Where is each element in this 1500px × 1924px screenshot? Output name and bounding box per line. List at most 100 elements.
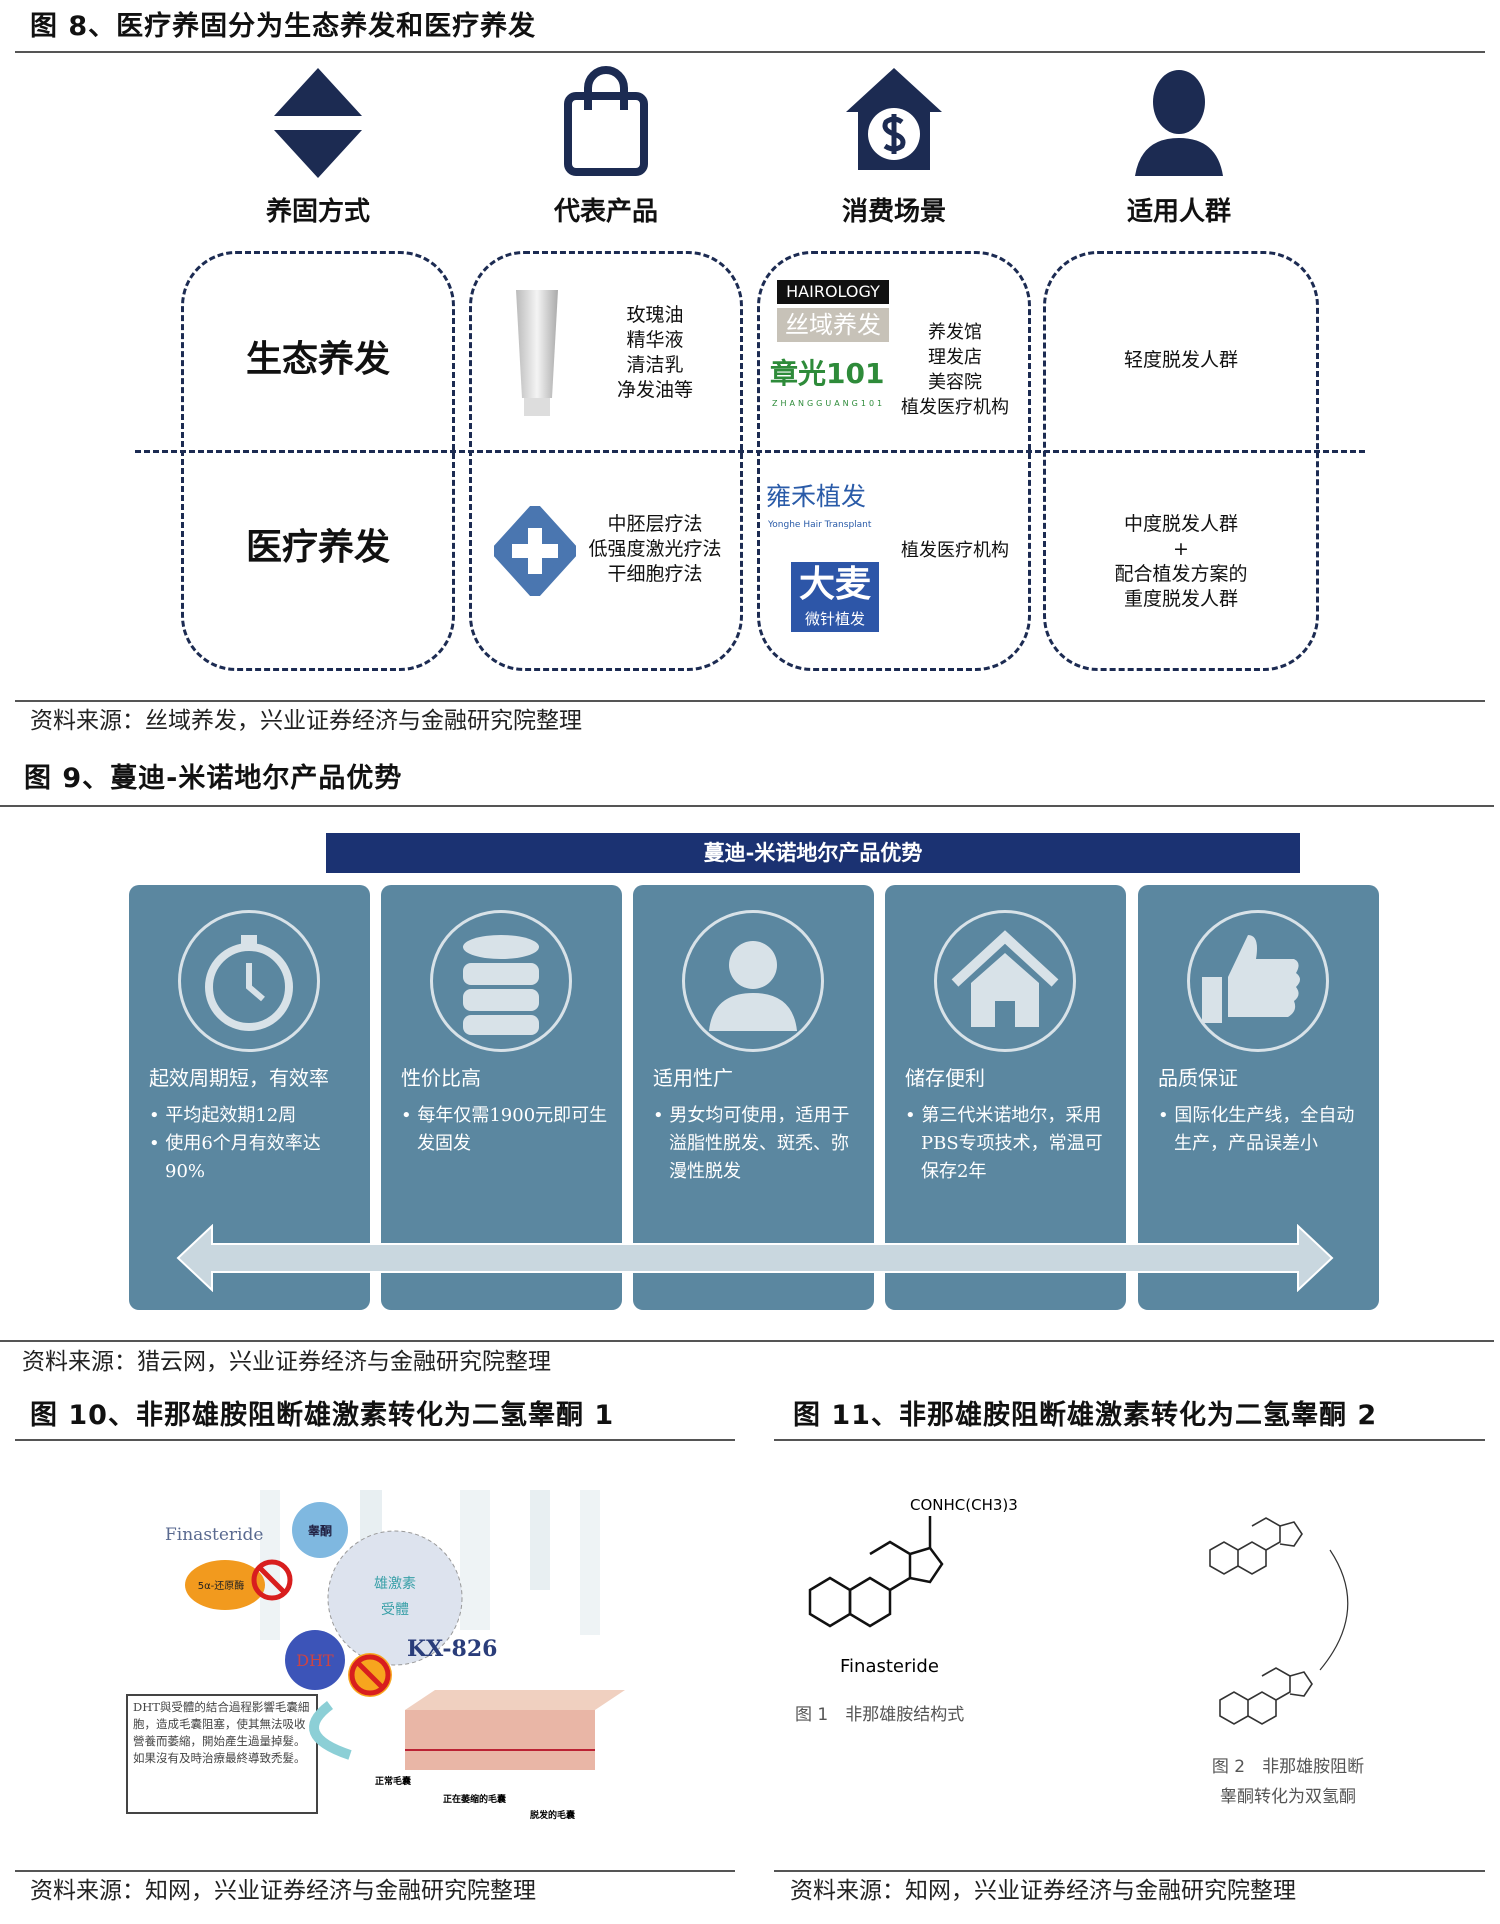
card-bullet: • 男女均可使用，适用于溢脂性脱发、斑秃、弥漫性脱发 — [653, 1105, 850, 1182]
people-box — [1043, 251, 1319, 671]
yonghe-sub: Yonghe Hair Transplant — [768, 520, 872, 530]
fig8-title: 图 8、医疗养固分为生态养发和医疗养发 — [30, 11, 537, 42]
card-bullet: • 平均起效期12周 — [149, 1105, 297, 1126]
damai-text: 大麦 — [798, 564, 871, 605]
venue: 养发馆 — [928, 322, 982, 343]
fig11-caption1: 图 1 非那雄胺结构式 — [795, 1705, 965, 1725]
med-product: 低强度激光疗法 — [588, 538, 722, 560]
eco-products: 玫瑰油精华液清洁乳净发油等 — [600, 303, 710, 403]
scene-box — [757, 251, 1031, 671]
card-title: 起效周期短，有效率 — [149, 1066, 329, 1090]
card-bullet: • 第三代米诺地尔，采用PBS专项技术，常温可保存2年 — [905, 1105, 1103, 1182]
card-title: 适用性广 — [653, 1066, 733, 1090]
person-icon — [682, 910, 824, 1052]
receptor-label: 雄激素 — [374, 1575, 416, 1592]
row-divider — [135, 450, 1365, 453]
testosterone-conversion-diagram — [1209, 1517, 1349, 1725]
fig8-source: 资料来源：丝域养发，兴业证券经济与金融研究院整理 — [30, 708, 582, 734]
struct-group-label: CONHC(CH3)3 — [910, 1496, 1018, 1514]
venue: 理发店 — [928, 347, 982, 368]
stopwatch-icon — [178, 910, 320, 1052]
siyu-logo: 丝域养发 — [777, 308, 889, 342]
house-dollar-icon — [846, 68, 942, 170]
divider — [0, 805, 1494, 807]
fig9-banner: 蔓迪-米诺地尔产品优势 — [326, 833, 1300, 873]
divider — [15, 1870, 735, 1872]
method-box — [181, 251, 455, 671]
med-venues: 植发医疗机构 — [901, 540, 1009, 561]
advantage-card: 起效周期短，有效率 • 平均起效期12周 • 使用6个月有效率达90% — [129, 885, 370, 1310]
med-product: 中胚层疗法 — [607, 513, 703, 535]
eco-product: 清洁乳 — [626, 354, 684, 376]
damai-logo: 大麦微针植发 — [791, 562, 879, 632]
fig10-title: 图 10、非那雄胺阻断雄激素转化为二氢睾酮 1 — [30, 1400, 615, 1431]
testosterone-label: 睾酮 — [308, 1523, 332, 1538]
divider — [15, 700, 1485, 702]
fig9-source: 资料来源：猎云网，兴业证券经济与金融研究院整理 — [22, 1349, 551, 1375]
zhangguang-sub: ZHANGGUANG101 — [772, 399, 886, 408]
advantage-card: 品质保证 • 国际化生产线，全自动生产，产品误差小 — [1138, 885, 1379, 1310]
card-bullet: • 使用6个月有效率达90% — [149, 1133, 321, 1182]
advantage-card: 储存便利 • 第三代米诺地尔，采用PBS专项技术，常温可保存2年 — [885, 885, 1126, 1310]
divider — [15, 51, 1485, 53]
finasteride-structure: CONHC(CH3)3 Finasteride — [808, 1496, 1018, 1677]
finasteride-label: Finasteride — [165, 1525, 263, 1545]
caption-line: 睾酮转化为双氢酮 — [1220, 1787, 1356, 1807]
eco-product: 净发油等 — [616, 379, 693, 401]
product-tube-image — [516, 290, 558, 416]
fig9-title: 图 9、蔓迪-米诺地尔产品优势 — [24, 763, 403, 794]
house-icon — [934, 910, 1076, 1052]
medical-cross-icon — [494, 506, 576, 596]
fig11-source: 资料来源：知网，兴业证券经济与金融研究院整理 — [790, 1878, 1296, 1904]
double-arrow-icon — [176, 1224, 1334, 1292]
yonghe-logo: 雍禾植发 — [766, 482, 867, 511]
eco-product: 玫瑰油 — [626, 304, 684, 326]
card-title: 品质保证 — [1158, 1066, 1238, 1090]
receptor-label: 受體 — [381, 1602, 409, 1618]
eco-venues: 养发馆理发店美容院植发医疗机构 — [890, 320, 1020, 420]
caption-line: 图 2 非那雄胺阻断 — [1211, 1757, 1365, 1777]
fig11-title: 图 11、非那雄胺阻断雄激素转化为二氢睾酮 2 — [793, 1400, 1378, 1431]
database-icon — [430, 910, 572, 1052]
kx826-label: KX-826 — [407, 1636, 497, 1662]
zhangguang-logo: 章光101 — [770, 357, 885, 390]
card-bullet: • 每年仅需1900元即可生发固发 — [401, 1105, 608, 1154]
header-method: 养固方式 — [265, 197, 370, 227]
stage-label: 脱发的毛囊 — [530, 1809, 576, 1821]
fig10-source: 资料来源：知网，兴业证券经济与金融研究院整理 — [30, 1878, 536, 1904]
struct-name-label: Finasteride — [840, 1656, 939, 1677]
stage-label: 正在萎缩的毛囊 — [443, 1793, 507, 1805]
divider — [774, 1870, 1485, 1872]
dht-label: DHT — [296, 1651, 334, 1670]
header-product: 代表产品 — [553, 197, 658, 227]
med-product: 干细胞疗法 — [607, 563, 703, 585]
divider — [15, 1439, 735, 1441]
advantage-card: 性价比高 • 每年仅需1900元即可生发固发 — [381, 885, 622, 1310]
up-down-arrows-icon — [274, 68, 362, 178]
dht-note: DHT與受體的結合過程影響毛囊細胞，造成毛囊阻塞，使其無法吸收營養而萎縮，開始產… — [133, 1700, 310, 1765]
people: 重度脱发人群 — [1123, 588, 1238, 610]
fig11-caption2: 图 2 非那雄胺阻断睾酮转化为双氢酮 — [1188, 1752, 1388, 1812]
people: 中度脱发人群 — [1123, 513, 1238, 535]
med-people: 中度脱发人群+配合植发方案的重度脱发人群 — [1043, 512, 1319, 612]
person-icon — [1135, 70, 1223, 176]
eco-people: 轻度脱发人群 — [1123, 349, 1238, 371]
advantage-card: 适用性广 • 男女均可使用，适用于溢脂性脱发、斑秃、弥漫性脱发 — [633, 885, 874, 1310]
card-title: 性价比高 — [401, 1066, 481, 1090]
med-products: 中胚层疗法低强度激光疗法干细胞疗法 — [580, 512, 730, 587]
card-title: 储存便利 — [905, 1066, 985, 1090]
product-box — [469, 251, 743, 671]
venue: 植发医疗机构 — [901, 397, 1009, 418]
header-scene: 消费场景 — [841, 197, 946, 227]
divider — [774, 1439, 1485, 1441]
damai-sub: 微针植发 — [804, 610, 865, 628]
row-medical: 医疗养发 — [245, 527, 390, 568]
venue: 美容院 — [928, 372, 982, 393]
people: 配合植发方案的 — [1114, 563, 1248, 585]
eco-product: 精华液 — [626, 329, 684, 351]
card-bullet: • 国际化生产线，全自动生产，产品误差小 — [1158, 1105, 1355, 1154]
reductase-label: 5α-还原酶 — [198, 1579, 245, 1592]
row-eco: 生态养发 — [245, 339, 390, 380]
divider — [0, 1340, 1494, 1342]
